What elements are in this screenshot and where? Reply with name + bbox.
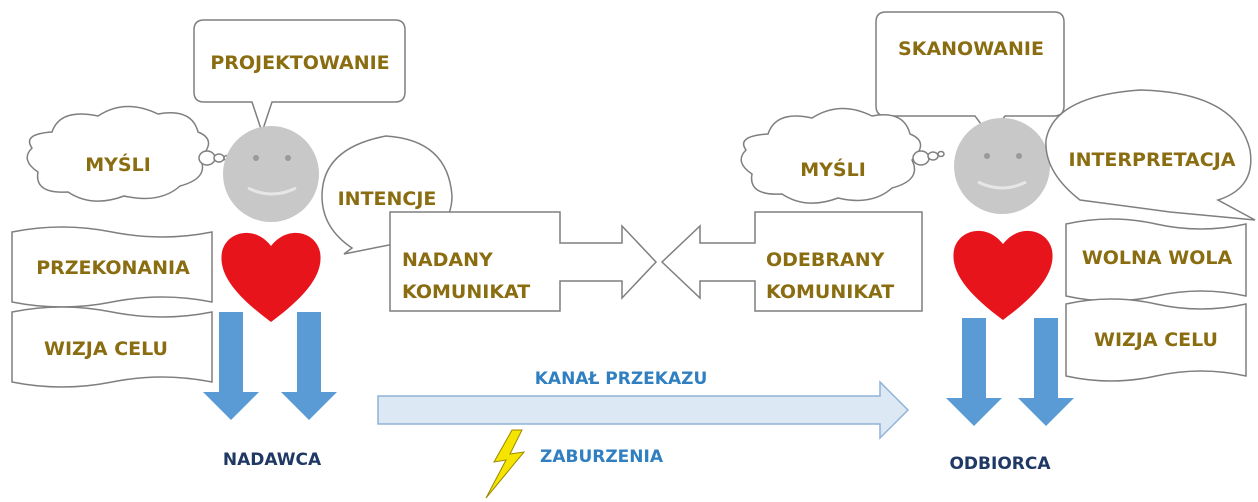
receiver-cloud-label: MYŚLI (800, 157, 866, 181)
channel-arrow (377, 380, 910, 440)
face-icon (223, 126, 319, 222)
receiver-thought-bubble: SKANOWANIE (875, 11, 1065, 138)
sender-speech-label: INTENCJE (338, 188, 437, 210)
face-icon (954, 118, 1050, 214)
receiver-thought-label: SKANOWANIE (898, 38, 1044, 60)
sender-thought-bubble: PROJEKTOWANIE (193, 19, 406, 135)
sender-banner-bottom-label: WIZJA CELU (44, 338, 168, 360)
lightning-icon (485, 429, 526, 499)
received-message-box: ODEBRANY KOMUNIKAT (660, 211, 923, 312)
sender-name: NADAWCA (223, 450, 322, 470)
sender-cloud-label: MYŚLI (85, 152, 151, 176)
sent-message-box: NADANY KOMUNIKAT (389, 211, 658, 312)
sender-banner-top: PRZEKONANIA (11, 226, 213, 308)
sent-message-line2: KOMUNIKAT (402, 281, 530, 303)
receiver-cloud: MYŚLI (740, 107, 945, 204)
noise-label: ZABURZENIA (540, 447, 664, 467)
receiver-banner-top-label: WOLNA WOLA (1082, 247, 1233, 269)
channel-label: KANAŁ PRZEKAZU (535, 369, 708, 389)
receiver-speech-bubble: INTERPRETACJA (1045, 89, 1256, 221)
receiver-banner-top: WOLNA WOLA (1065, 218, 1247, 302)
cloud-icon (26, 105, 210, 202)
heart-icon (221, 232, 321, 322)
heart-icon (953, 230, 1053, 320)
receiver-arrow-right (1018, 318, 1074, 426)
received-message-line2: KOMUNIKAT (766, 281, 894, 303)
receiver-speech-label: INTERPRETACJA (1069, 149, 1236, 171)
received-message-line1: ODEBRANY (766, 249, 885, 271)
receiver-name: ODBIORCA (949, 454, 1051, 474)
receiver-arrow-left (946, 318, 1002, 426)
sender-arrow-right (281, 312, 337, 420)
sent-message-line1: NADANY (402, 249, 493, 271)
sender-cloud: MYŚLI (26, 105, 231, 202)
sender-banner-top-label: PRZEKONANIA (36, 257, 190, 279)
receiver-banner-bottom-label: WIZJA CELU (1094, 329, 1218, 351)
sender-arrow-left (203, 312, 259, 420)
sender-thought-label: PROJEKTOWANIE (210, 52, 389, 74)
receiver-banner-bottom: WIZJA CELU (1065, 298, 1247, 382)
sender-banner-bottom: WIZJA CELU (11, 306, 213, 388)
